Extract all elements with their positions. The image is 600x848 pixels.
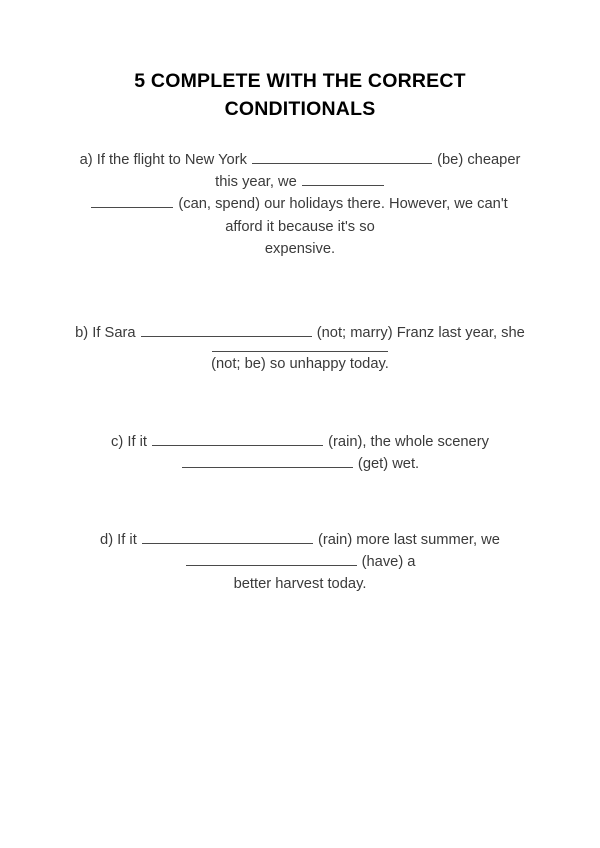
answer-blank-d1[interactable] [141, 529, 313, 544]
answer-blank-c2[interactable] [181, 453, 353, 468]
question-a-line-3: (can, spend) our holidays there. However… [22, 193, 578, 215]
question-a-line-1: a) If the flight to New York (be) cheape… [22, 149, 578, 171]
question-d-text-3: (have) a [357, 553, 416, 570]
question-c-line-1: c) If it (rain), the whole scenery [22, 431, 578, 453]
question-d-line-3: better harvest today. [233, 575, 367, 592]
answer-blank-c1[interactable] [152, 431, 324, 446]
spacer-b-c [22, 375, 578, 431]
question-item-c: c) If it (rain), the whole scenery (get)… [22, 431, 578, 475]
answer-blank-a1[interactable] [252, 150, 433, 165]
answer-blank-b1[interactable] [140, 322, 312, 337]
spacer-c-d [22, 475, 578, 529]
question-d-line-2: (have) a [22, 551, 578, 573]
answer-blank-b2[interactable] [212, 350, 388, 352]
question-b-line-1: b) If Sara (not; marry) Franz last year,… [22, 322, 578, 344]
question-c-text-1: c) If it [111, 433, 152, 450]
question-a-text-2: (be) cheaper [433, 152, 521, 169]
question-a-text-4: (can, spend) our holidays there. However… [174, 196, 508, 213]
question-a-text-1: a) If the flight to New York [79, 152, 252, 169]
question-item-a: a) If the flight to New York (be) cheape… [22, 149, 578, 259]
question-c-line-2: (get) wet. [22, 453, 578, 475]
question-c-text-3: (get) wet. [353, 455, 420, 472]
question-a-line-4: afford it because it's so [225, 218, 375, 235]
question-a-text-3: this year, we [215, 174, 301, 191]
question-item-b: b) If Sara (not; marry) Franz last year,… [22, 322, 578, 375]
answer-blank-a2[interactable] [301, 172, 384, 187]
question-b-line-2: (not; be) so unhappy today. [211, 355, 389, 372]
question-a-line-5: expensive. [264, 240, 336, 257]
question-b-text-1: b) If Sara [75, 324, 140, 341]
questions-list: a) If the flight to New York (be) cheape… [0, 149, 600, 595]
question-d-text-1: d) If it [100, 531, 141, 548]
answer-blank-a3[interactable] [91, 194, 174, 209]
answer-blank-d2[interactable] [185, 551, 357, 566]
page-title: 5 COMPLETE WITH THE CORRECT CONDITIONALS [134, 70, 466, 120]
question-a-line-2: this year, we [22, 171, 578, 193]
question-d-text-2: (rain) more last summer, we [313, 531, 500, 548]
question-b-text-2: (not; marry) Franz last year, she [312, 324, 525, 341]
question-c-text-2: (rain), the whole scenery [324, 433, 489, 450]
question-d-line-1: d) If it (rain) more last summer, we [22, 529, 578, 551]
spacer-a-b [22, 260, 578, 322]
question-item-d: d) If it (rain) more last summer, we (ha… [22, 529, 578, 595]
